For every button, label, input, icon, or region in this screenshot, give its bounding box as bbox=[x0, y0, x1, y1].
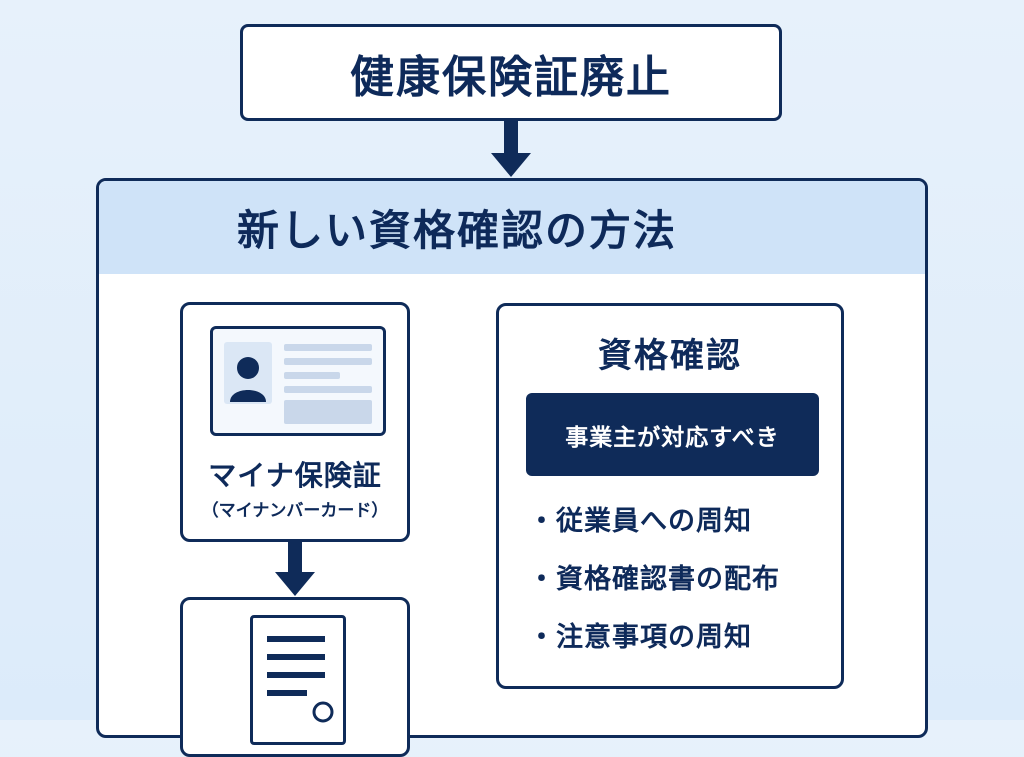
main-header bbox=[99, 181, 925, 274]
top-title: 健康保険証廃止 bbox=[350, 51, 672, 103]
id-card-line bbox=[284, 344, 372, 351]
mynumber-card-sub-label: （マイナンバーカード） bbox=[201, 501, 389, 521]
id-card-line bbox=[284, 358, 372, 365]
employer-action-banner: 事業主が対応すべき bbox=[526, 393, 819, 476]
main-title: 新しい資格確認の方法 bbox=[237, 206, 678, 255]
person-icon bbox=[224, 342, 272, 404]
employer-action-text: 事業主が対応すべき bbox=[565, 424, 780, 451]
id-card-line bbox=[284, 372, 340, 379]
qualification-check-box bbox=[496, 303, 844, 689]
id-card-block bbox=[284, 400, 372, 424]
list-item: ・資格確認書の配布 bbox=[528, 564, 780, 595]
mynah-insurance-label: マイナ保険証 bbox=[208, 459, 382, 492]
list-item: ・従業員への周知 bbox=[528, 506, 752, 537]
qualification-check-title: 資格確認 bbox=[598, 336, 742, 376]
arrow-down-icon bbox=[491, 121, 531, 177]
document-icon bbox=[250, 615, 346, 745]
id-card-line bbox=[284, 386, 372, 393]
action-list: ・従業員への周知 ・資格確認書の配布 ・注意事項の周知 bbox=[528, 500, 838, 674]
top-title-box: 健康保険証廃止 bbox=[240, 24, 782, 121]
list-item: ・注意事項の周知 bbox=[528, 622, 752, 653]
arrow-down-icon bbox=[275, 542, 315, 596]
